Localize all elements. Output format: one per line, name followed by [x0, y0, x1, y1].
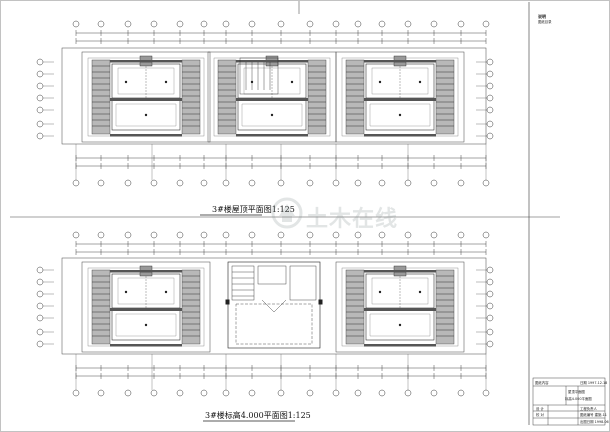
upper-plan-caption: 3#楼屋顶平面图1:125: [212, 205, 295, 214]
lower-building-outline: [61, 257, 487, 355]
upper-unit-center: [207, 51, 337, 143]
title-block-frame: [532, 377, 606, 426]
upper-unit-left: [81, 51, 211, 143]
lower-unit-right: [335, 261, 465, 353]
lower-central-lobby: [225, 261, 323, 349]
upper-stair-core: [239, 57, 279, 95]
lower-right-axis-bubbles: [475, 266, 494, 348]
upper-top-axis-bubbles: [72, 20, 490, 28]
title-block-header-left: 图纸内容: [535, 381, 549, 385]
upper-building-outline: [61, 47, 487, 145]
title-block-line-1: 屋顶平面图: [568, 390, 585, 394]
upper-bottom-axis-bubbles: [72, 179, 490, 187]
title-block-row-2-right: 图纸编号 建施-11: [580, 413, 607, 417]
upper-left-axis-bubbles: [36, 58, 55, 140]
title-block-top-label: 说明: [538, 14, 546, 19]
title-block-row-3-right: 出图日期 1998.06: [580, 420, 609, 424]
lower-bottom-axis-bubbles: [72, 389, 490, 397]
title-block-row-2-left: 校 对: [536, 413, 544, 417]
watermark-logo: 土木在线: [270, 196, 420, 236]
title-block-row-1-left: 设 计: [536, 407, 544, 411]
upper-axis-leaders: [75, 144, 487, 180]
upper-right-axis-bubbles: [475, 58, 494, 140]
upper-top-dimension-chain-2: [75, 37, 487, 45]
title-block-line-2: 标高4.000平面图: [565, 397, 592, 401]
upper-unit-right: [335, 51, 465, 143]
watermark-text: 土木在线: [306, 207, 399, 232]
lower-top-dimension-chain: [75, 240, 487, 248]
lower-floor-plan: [36, 231, 494, 422]
title-block-header-right: 日期 1997.12.18: [580, 381, 608, 385]
upper-floor-plan: [10, 20, 560, 218]
upper-top-dimension-chain: [75, 29, 487, 37]
lower-top-dimension-chain-2: [75, 248, 487, 256]
watermark-emblem-icon: [271, 197, 303, 229]
lower-axis-leaders: [75, 354, 487, 390]
title-block-top-sub: 图纸目录: [538, 20, 552, 24]
lower-left-axis-bubbles: [36, 266, 55, 348]
title-block-row-1-right: 工程负责人: [580, 407, 597, 411]
lower-plan-caption: 3#楼标高4.000平面图1:125: [205, 411, 311, 420]
lower-unit-left: [81, 261, 211, 353]
